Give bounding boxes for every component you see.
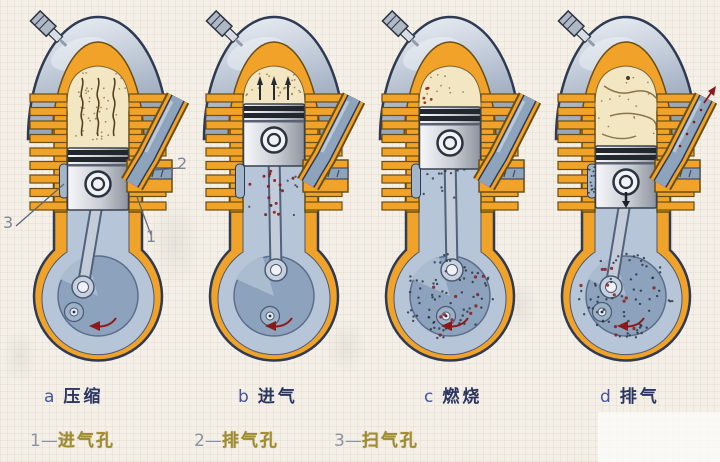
- stage-name: 排气: [619, 387, 660, 407]
- connecting-rod: [76, 191, 105, 294]
- crankcase-mixture-dots: [248, 169, 299, 217]
- stage-letter: d: [600, 387, 611, 407]
- stage-label-exhaust: d 排气: [600, 382, 660, 407]
- piston-ring: [68, 150, 128, 155]
- engine-illustration-exhaust: [554, 9, 718, 362]
- stage-name: 压缩: [63, 387, 104, 407]
- stage-label-intake: b 进气: [238, 382, 298, 407]
- piston-ring: [244, 106, 304, 111]
- crankshaft: [233, 255, 315, 337]
- engine-illustration-intake: [202, 9, 366, 362]
- rotation-arrow: [89, 317, 117, 331]
- transfer-port: [411, 163, 421, 199]
- legend-port-name: 扫气孔: [361, 431, 419, 451]
- stage-letter: a: [44, 387, 55, 407]
- piston-ring: [244, 113, 304, 118]
- spark-plug-icon: [205, 9, 244, 47]
- balance-hole: [63, 301, 85, 323]
- stage-name: 进气: [257, 387, 298, 407]
- crank-pin: [71, 275, 95, 299]
- engine-illustration-compression: [26, 9, 190, 362]
- watermark-patch: [598, 412, 720, 462]
- legend-port-name: 排气孔: [221, 431, 279, 451]
- callout-number-1: 1: [146, 227, 157, 246]
- rotation-arrow: [441, 317, 469, 331]
- spark-plug-icon: [557, 9, 596, 47]
- engine-stage-a: [10, 4, 190, 376]
- piston-ring: [420, 116, 480, 121]
- wrist-pin: [436, 129, 464, 157]
- crankcase-mixture-dots: [578, 252, 674, 339]
- balance-hole: [259, 305, 281, 327]
- background-smudge: [325, 318, 367, 376]
- wrist-pin: [260, 126, 288, 154]
- background-smudge: [2, 328, 38, 384]
- balance-hole: [591, 301, 613, 323]
- exhaust-pipe: [297, 92, 366, 191]
- balance-hole: [435, 305, 457, 327]
- spark-plug-icon: [29, 9, 68, 47]
- piston-ring: [596, 155, 656, 160]
- crank-pin: [264, 258, 288, 282]
- stage-letter: c: [424, 387, 434, 407]
- transfer-port: [235, 163, 245, 199]
- callout-number-2: 2: [177, 154, 188, 173]
- exhaust-flow-arrow: [703, 86, 716, 104]
- exhaust-pipe: [121, 92, 190, 191]
- legend-port-name: 进气孔: [57, 431, 115, 451]
- piston-ring: [420, 109, 480, 114]
- stage-label-compression: a 压缩: [44, 382, 103, 407]
- exhaust-pipe: [473, 92, 542, 191]
- rotation-arrow: [617, 317, 645, 331]
- engine-stage-c: [362, 4, 542, 376]
- connecting-rod: [443, 150, 459, 277]
- connecting-rod: [604, 189, 633, 294]
- legend-number: 2—: [194, 431, 222, 451]
- wrist-pin: [84, 170, 112, 198]
- piston-ring: [68, 157, 128, 162]
- engine-stage-b: [186, 4, 366, 376]
- wrist-pin: [612, 168, 640, 196]
- legend-item-intake-port: 1—进气孔: [30, 426, 115, 451]
- combustion-chamber: [594, 65, 658, 155]
- legend-item-scavenge-port: 3—扫气孔: [334, 426, 419, 451]
- rotation-arrow: [265, 317, 293, 331]
- stage-label-combustion: c 燃烧: [424, 382, 482, 407]
- engine-stage-d: [538, 4, 718, 376]
- transfer-port: [587, 163, 597, 199]
- engine-illustration-combustion: [378, 9, 542, 362]
- stage-letter: b: [238, 387, 249, 407]
- crankshaft: [409, 255, 491, 337]
- piston-motion-arrow: [622, 192, 630, 208]
- legend-number: 1—: [30, 431, 58, 451]
- crank-pin: [440, 258, 464, 282]
- spark-plug-icon: [381, 9, 420, 47]
- stage-name: 燃烧: [442, 387, 483, 407]
- exhaust-pipe: [649, 92, 718, 191]
- legend-item-exhaust-port: 2—排气孔: [194, 426, 279, 451]
- legend-number: 3—: [334, 431, 362, 451]
- piston-ring: [596, 148, 656, 153]
- chamber-texture: [75, 72, 127, 141]
- chamber-texture: [422, 72, 464, 104]
- callout-number-3: 3: [3, 213, 14, 232]
